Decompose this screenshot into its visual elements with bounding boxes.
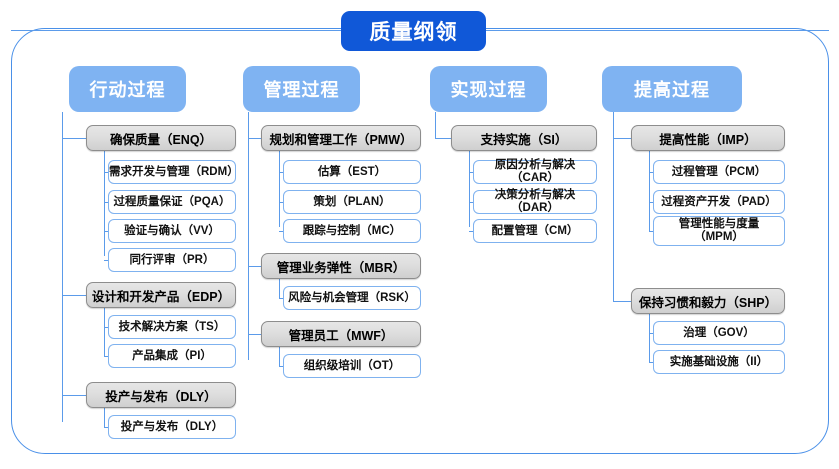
item-rsk[interactable]: 风险与机会管理（RSK） [283,286,421,310]
item-plan[interactable]: 策划（PLAN） [283,190,421,214]
item-ot[interactable]: 组织级培训（OT） [283,354,421,378]
item-pcm[interactable]: 过程管理（PCM） [653,160,785,184]
group-box-imp[interactable]: 提高性能（IMP） [631,125,785,151]
diagram-title: 质量纲领 [341,11,486,51]
item-ii[interactable]: 实施基础设施（II） [653,350,785,374]
column-1-head-stem [62,112,64,114]
item-dar[interactable]: 决策分析与解决（DAR） [473,189,597,214]
subtree-c1-g3 [104,408,106,427]
item-car[interactable]: 原因分析与解决（CAR） [473,159,597,184]
group-box-si[interactable]: 支持实施（SI） [451,125,597,151]
subtree-c2-g2 [279,279,281,298]
column-4-trunk [613,112,615,302]
column-2-trunk [248,112,250,360]
item-mpm-line2: （MPM） [694,231,744,243]
item-mpm-line1: 管理性能与度量 [678,218,760,231]
column-header-4[interactable]: 提高过程 [602,66,742,112]
item-mc[interactable]: 跟踪与控制（MC） [283,219,421,243]
branch-c1-g2 [62,295,86,297]
group-box-dly[interactable]: 投产与发布（DLY） [86,382,236,408]
branch-c1-g1 [62,138,86,140]
column-header-2[interactable]: 管理过程 [243,66,360,112]
group-box-mwf[interactable]: 管理员工（MWF） [261,321,421,347]
branch-c4-g1 [613,138,631,140]
subtree-c4-g2 [649,314,651,362]
column-3-trunk [435,112,437,139]
group-box-mbr[interactable]: 管理业务弹性（MBR） [261,253,421,279]
group-box-shp[interactable]: 保持习惯和毅力（SHP） [631,288,785,314]
item-pr[interactable]: 同行评审（PR） [108,248,236,272]
title-connector-right [484,30,829,32]
branch-c1-g3 [62,395,86,397]
branch-c2-g2 [248,266,261,268]
item-cm[interactable]: 配置管理（CM） [473,219,597,243]
subtree-c1-g1 [104,151,106,256]
column-1-trunk [62,112,64,422]
subtree-c2-g3 [279,347,281,366]
group-box-edp[interactable]: 设计和开发产品（EDP） [86,282,236,308]
item-est[interactable]: 估算（EST） [283,160,421,184]
item-dly[interactable]: 投产与发布（DLY） [108,415,236,439]
column-header-1[interactable]: 行动过程 [69,66,186,112]
subtree-c2-g1 [279,151,281,227]
item-rdm[interactable]: 需求开发与管理（RDM） [108,160,239,184]
item-pad[interactable]: 过程资产开发（PAD） [653,190,785,214]
item-gov[interactable]: 治理（GOV） [653,321,785,345]
branch-c3-g1 [435,138,451,140]
group-box-enq[interactable]: 确保质量（ENQ） [86,125,236,151]
item-mpm[interactable]: 管理性能与度量 （MPM） [653,216,785,246]
item-ts[interactable]: 技术解决方案（TS） [108,315,236,339]
subtree-c1-g2 [104,308,106,356]
subtree-c4-g1 [649,151,651,231]
item-pqa[interactable]: 过程质量保证（PQA） [108,190,236,214]
item-vv[interactable]: 验证与确认（VV） [108,219,236,243]
branch-c2-g1 [248,138,261,140]
column-header-3[interactable]: 实现过程 [430,66,547,112]
branch-c2-g3 [248,334,261,336]
item-pi[interactable]: 产品集成（PI） [108,344,236,368]
branch-c4-g2 [613,301,631,303]
title-connector-left [11,30,343,32]
group-box-pmw[interactable]: 规划和管理工作（PMW） [261,125,421,151]
subtree-c3-g1 [469,151,471,227]
